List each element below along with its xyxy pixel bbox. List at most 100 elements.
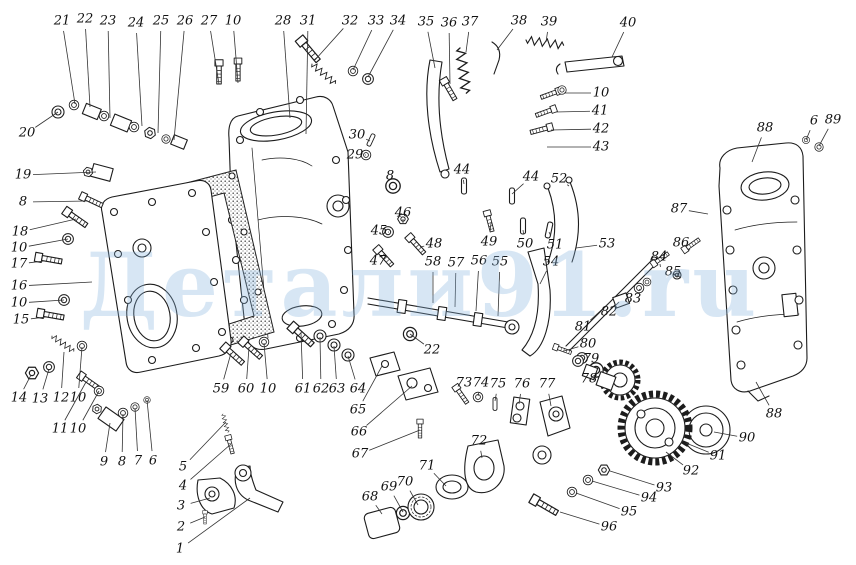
leader-line	[35, 111, 59, 128]
leader-line	[575, 244, 598, 249]
part-number-label: 54	[543, 255, 560, 270]
leader-line	[463, 179, 465, 185]
part-number-label: 81	[575, 320, 592, 335]
part-number-label: 26	[176, 14, 194, 29]
part-number-label: 27	[200, 14, 218, 29]
part-number-label: 67	[352, 447, 369, 462]
leader-line	[427, 31, 436, 69]
leader-line	[29, 218, 77, 231]
leader-line	[134, 407, 138, 452]
part-number-label: 78	[581, 372, 598, 387]
part-number-label: 9	[100, 455, 108, 470]
part-number-label: 88	[757, 121, 774, 136]
part-number-label: 75	[490, 377, 507, 392]
part-number-label: 16	[11, 279, 28, 294]
leader-line	[638, 288, 641, 292]
part-number-label: 28	[274, 14, 292, 29]
watermark: Детали91.ru	[80, 233, 761, 337]
part-number-label: 10	[225, 14, 242, 29]
leader-line	[28, 238, 69, 247]
gear-cluster	[532, 352, 731, 466]
leader-line	[688, 248, 691, 251]
part-number-label: 42	[592, 122, 610, 137]
leader-line	[105, 422, 111, 453]
leader-line	[173, 30, 185, 141]
part-number-label: 40	[619, 16, 637, 31]
leader-line	[522, 229, 524, 235]
part-number-label: 45	[370, 224, 388, 239]
part-number-label: 7	[134, 454, 143, 469]
part-number-label: 57	[448, 256, 465, 271]
leader-line	[685, 442, 709, 453]
leader-line	[609, 470, 655, 486]
part-number-label: 15	[13, 313, 30, 328]
leader-line	[419, 245, 425, 248]
leader-line	[32, 171, 97, 175]
leader-line	[362, 365, 383, 402]
leader-line	[28, 299, 65, 303]
part-number-label: 8	[386, 169, 394, 184]
part-number-label: 39	[541, 15, 558, 30]
leader-line	[375, 504, 383, 515]
part-number-label: 92	[683, 464, 700, 479]
leader-line	[489, 222, 492, 233]
part-number-label: 8	[19, 195, 27, 210]
part-number-label: 22	[76, 12, 94, 27]
leader-line	[82, 390, 100, 421]
leader-line	[283, 30, 291, 119]
leader-line	[333, 345, 337, 380]
leader-line	[366, 385, 413, 426]
leader-line	[477, 392, 480, 397]
leader-line	[559, 511, 600, 525]
part-number-label: 53	[599, 237, 616, 252]
part-number-label: 80	[580, 337, 597, 352]
leader-line	[190, 516, 206, 524]
leader-line	[590, 301, 611, 321]
part-number-label: 43	[592, 140, 610, 155]
leader-line	[85, 28, 91, 108]
part-number-label: 62	[313, 382, 330, 397]
leader-line	[575, 492, 620, 510]
part-number-label: 8	[118, 455, 126, 470]
part-number-label: 72	[471, 434, 488, 449]
leader-line	[475, 270, 479, 312]
part-number-label: 56	[471, 254, 488, 269]
leader-line	[563, 346, 579, 352]
part-number-label: 82	[601, 305, 618, 320]
part-number-label: 24	[127, 16, 145, 31]
part-number-label: 1	[176, 542, 184, 557]
part-number-label: 49	[480, 235, 498, 250]
leader-line	[365, 138, 371, 142]
leader-line	[78, 346, 83, 389]
part-number-label: 37	[462, 15, 479, 30]
part-number-label: 31	[300, 14, 317, 29]
part-number-label: 33	[368, 14, 385, 29]
leader-line	[210, 30, 220, 85]
leader-line	[818, 128, 829, 147]
part-number-label: 10	[70, 391, 87, 406]
part-number-label: 41	[591, 104, 609, 119]
leader-line	[32, 200, 89, 203]
leader-line	[611, 31, 625, 58]
leader-line	[233, 30, 239, 84]
part-number-label: 86	[673, 236, 690, 251]
part-number-label: 47	[369, 254, 387, 269]
leader-line	[591, 373, 598, 378]
leader-line	[465, 31, 470, 53]
part-number-label: 65	[350, 403, 367, 418]
leader-line	[187, 497, 251, 544]
left-bolts	[24, 191, 151, 432]
part-number-label: 13	[32, 392, 49, 407]
part-number-label: 66	[351, 425, 368, 440]
leader-line	[805, 130, 811, 141]
leader-line	[30, 316, 47, 320]
part-number-label: 58	[425, 255, 442, 270]
part-number-label: 52	[551, 172, 568, 187]
part-number-label: 14	[11, 391, 28, 406]
part-number-label: 48	[425, 237, 443, 252]
part-number-label: 38	[511, 14, 528, 29]
part-number-label: 94	[641, 491, 658, 506]
part-number-label: 36	[441, 16, 458, 31]
governor-linkage-parts	[451, 136, 824, 518]
